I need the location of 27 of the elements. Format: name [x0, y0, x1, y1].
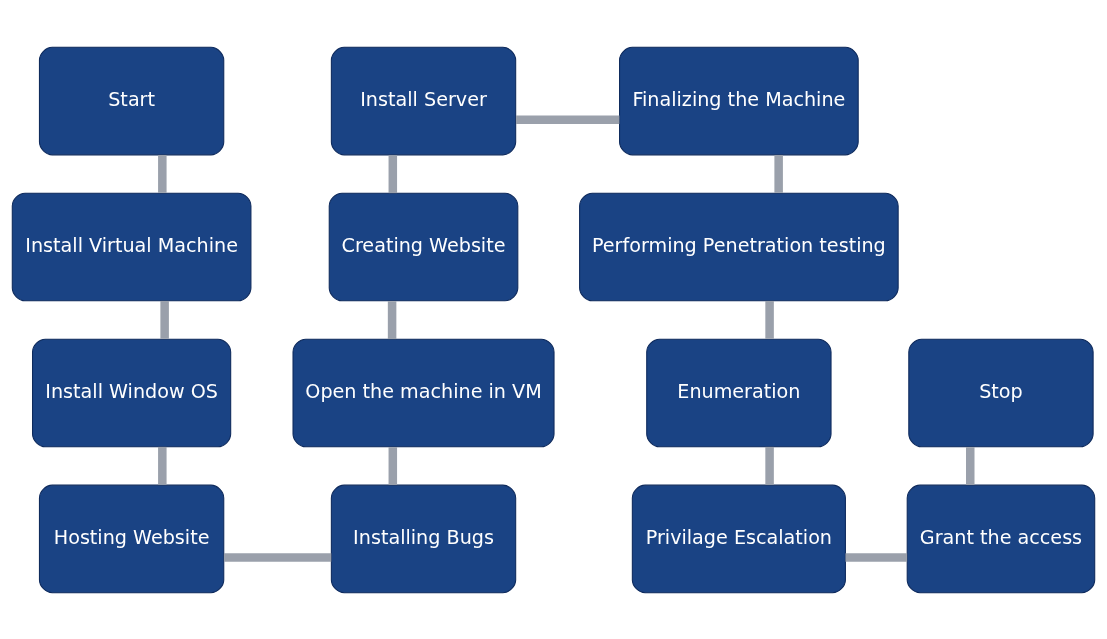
- connector: [765, 446, 774, 485]
- connector: [845, 552, 908, 562]
- connector: [158, 154, 167, 193]
- node-box: Privilage Escalation: [631, 484, 846, 593]
- connector: [516, 114, 620, 124]
- node-box: Finalizing the Machine: [619, 46, 859, 155]
- node-box: Stop: [908, 338, 1094, 447]
- connector: [158, 446, 167, 485]
- node-box: Install Virtual Machine: [11, 192, 252, 301]
- node-box: Enumeration: [646, 338, 832, 447]
- connector: [966, 446, 975, 485]
- node-box: Open the machine in VM: [292, 338, 555, 447]
- node-box: Hosting Website: [38, 484, 225, 593]
- connector: [774, 154, 783, 193]
- node-box: Performing Penetration testing: [579, 192, 899, 301]
- connector: [160, 300, 169, 339]
- connector: [388, 154, 398, 193]
- connector: [224, 552, 332, 562]
- node-box: Start: [38, 46, 225, 155]
- node-box: Grant the access: [906, 484, 1096, 593]
- connector: [765, 300, 774, 339]
- node-box: Installing Bugs: [330, 484, 517, 593]
- connector: [387, 300, 397, 339]
- node-box: Install Window OS: [32, 338, 232, 447]
- node-box: Creating Website: [328, 192, 519, 301]
- connector: [388, 446, 398, 485]
- node-box: Install Server: [330, 46, 517, 155]
